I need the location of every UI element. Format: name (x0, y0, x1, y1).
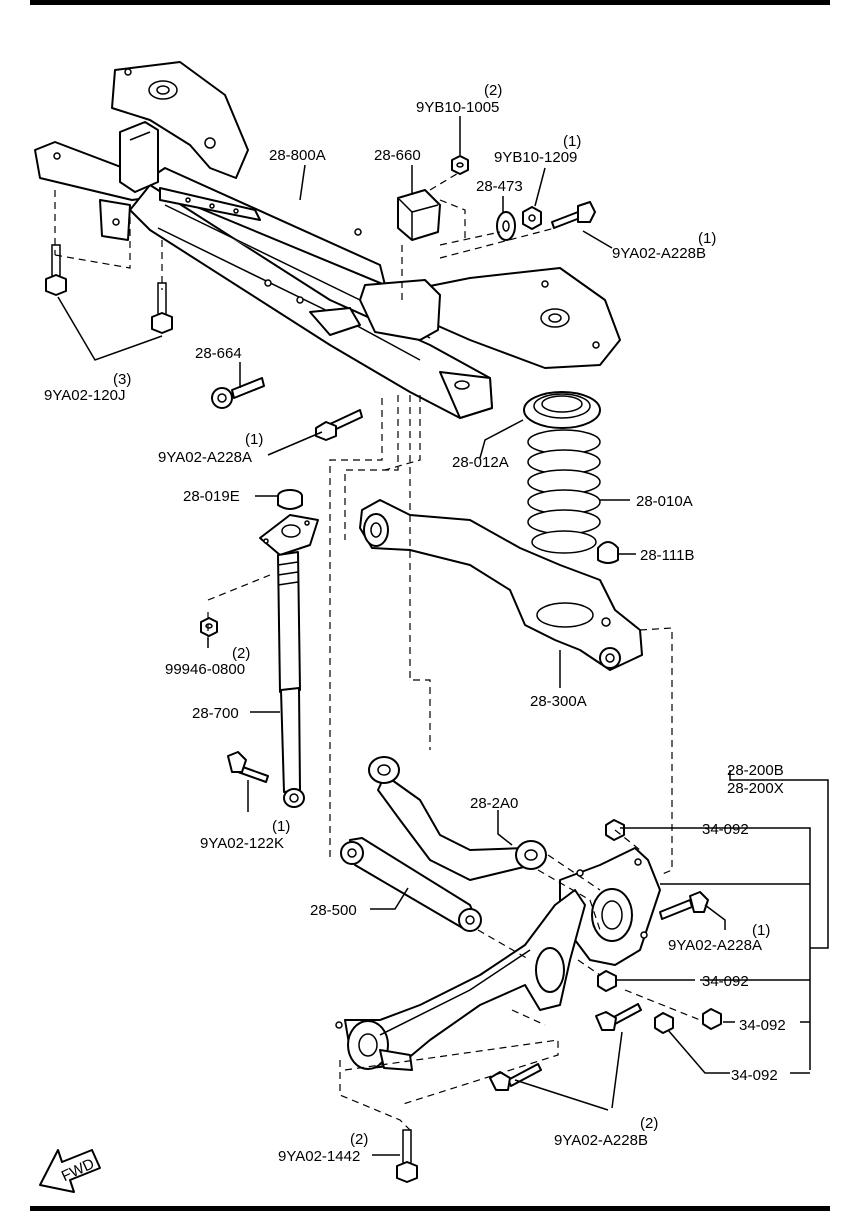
shock-absorber-28-700 (259, 514, 319, 808)
assembly-dash-lines (54, 171, 701, 1131)
nut-99946-0800 (200, 617, 218, 637)
label-34-092-b: 34-092 (702, 973, 749, 990)
trailing-arm (335, 889, 586, 1071)
fwd-arrow-icon (39, 1149, 101, 1193)
nut-9yb10-1005 (451, 155, 469, 175)
bolt-9ya02-a228a-right (659, 891, 709, 920)
label-28-012a: 28-012A (452, 454, 509, 471)
label-qty-9yb10-1209: (1) (563, 133, 581, 150)
label-28-111b: 28-111B (640, 547, 695, 564)
nut-34-092-c (702, 1008, 722, 1030)
spring-seat-28-012a (523, 391, 601, 429)
upper-arm-28-2a0 (368, 756, 547, 881)
label-9yb10-1209: 9YB10-1209 (494, 149, 577, 166)
label-28-660: 28-660 (374, 147, 421, 164)
label-28-664: 28-664 (195, 345, 242, 362)
label-qty-9ya02-1442: (2) (350, 1131, 368, 1148)
label-28-473: 28-473 (476, 178, 523, 195)
label-qty-9ya02-a228a-right: (1) (752, 922, 770, 939)
bolt-9ya02-a228a-left (315, 409, 363, 441)
bushing-28-660 (397, 189, 441, 241)
label-qty-9yb10-1005: (2) (484, 82, 502, 99)
label-28-500: 28-500 (310, 902, 357, 919)
label-qty-9ya02-a228b-top: (1) (698, 230, 716, 247)
label-34-092-c: 34-092 (739, 1017, 786, 1034)
label-9ya02-a228a-left: 9YA02-A228A (158, 449, 252, 466)
label-9ya02-a228b-bottom: 9YA02-A228B (554, 1132, 648, 1149)
nut-34-092-b (597, 970, 617, 992)
lateral-link-28-500 (340, 837, 482, 932)
label-9yb10-1005: 9YB10-1005 (416, 99, 499, 116)
leader-lines (57, 116, 829, 1156)
knuckle-28-200b (559, 847, 661, 966)
label-9ya02-122k: 9YA02-122K (200, 835, 284, 852)
bump-stop-28-111b (597, 541, 619, 564)
bolt-9ya02-1442 (396, 1129, 418, 1183)
label-qty-9ya02-a228a-left: (1) (245, 431, 263, 448)
bottom-border (30, 1206, 830, 1211)
washer-28-473 (496, 211, 516, 241)
label-9ya02-a228b-top: 9YA02-A228B (612, 245, 706, 262)
label-28-019e: 28-019E (183, 488, 240, 505)
label-9ya02-1442: 9YA02-1442 (278, 1148, 360, 1165)
part-labels: (2) 9YB10-1005 (1) 9YB10-1209 28-800A 28… (44, 82, 786, 1185)
bolt-9ya02-120j-left (45, 244, 67, 296)
label-qty-9ya02-120j: (3) (113, 371, 131, 388)
label-28-700: 28-700 (192, 705, 239, 722)
nut-9yb10-1209 (522, 206, 542, 230)
label-28-010a: 28-010A (636, 493, 693, 510)
label-9ya02-a228a-right: 9YA02-A228A (668, 937, 762, 954)
label-99946-0800: 99946-0800 (165, 661, 245, 678)
label-qty-9ya02-122k: (1) (272, 818, 290, 835)
label-9ya02-120j: 9YA02-120J (44, 387, 125, 404)
label-qty-99946-0800: (2) (232, 645, 250, 662)
label-28-200b: 28-200B (727, 762, 784, 779)
label-28-200x: 28-200X (727, 780, 784, 797)
bolt-9ya02-122k (227, 751, 269, 783)
label-34-092-a: 34-092 (702, 821, 749, 838)
label-qty-9ya02-a228b-bottom: (2) (640, 1115, 658, 1132)
nut-34-092-d (654, 1012, 674, 1034)
label-28-2a0: 28-2A0 (470, 795, 518, 812)
crossmember (34, 61, 621, 419)
bolt-28-664 (211, 377, 265, 409)
bolt-9ya02-120j-right (151, 282, 173, 334)
top-border (30, 0, 830, 5)
lower-arm-28-300a (359, 499, 643, 671)
bolt-9ya02-a228b-bottom-1 (595, 1003, 642, 1031)
bumper-28-019e (277, 489, 303, 510)
label-34-092-d: 34-092 (731, 1067, 778, 1084)
bolt-9ya02-a228b-top (551, 201, 596, 229)
coil-spring-28-010a (527, 429, 601, 554)
label-28-800a: 28-800A (269, 147, 326, 164)
label-28-300a: 28-300A (530, 693, 587, 710)
